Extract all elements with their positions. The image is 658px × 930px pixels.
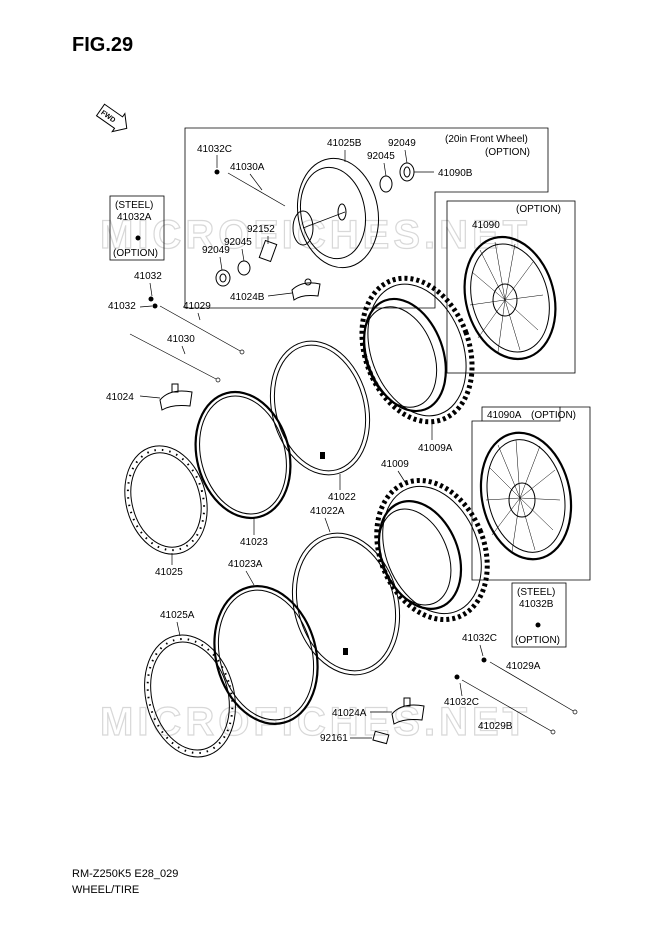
steel-41032a-box — [109, 195, 165, 261]
wheel-41090 — [463, 235, 557, 361]
option-41090-box — [446, 200, 576, 374]
spoke-41029b — [461, 679, 554, 733]
tube-41022a — [291, 532, 401, 676]
tire-41009a — [359, 275, 475, 425]
label-41032c-b: 41032C — [462, 633, 497, 644]
front-20in-line2: (OPTION) — [485, 147, 530, 158]
label-41022: 41022 — [328, 492, 356, 503]
label-41025a: 41025A — [160, 610, 195, 621]
label-92049-b: 92049 — [202, 245, 230, 256]
steel-41032b-box — [511, 582, 567, 648]
label-92152: 92152 — [247, 224, 275, 235]
label-41030: 41030 — [167, 334, 195, 345]
nipple-41032b — [535, 622, 541, 628]
valve-cap-92161 — [372, 730, 390, 745]
spoke-41030a — [227, 172, 286, 207]
steel-41032b-line3: (OPTION) — [515, 635, 560, 646]
tire-41009 — [374, 477, 490, 623]
fwd-arrow-icon: FWD — [95, 103, 128, 133]
rim-lock-41024 — [159, 383, 193, 411]
label-41009: 41009 — [381, 459, 409, 470]
bearing-92049-upper — [399, 162, 415, 182]
label-41023a: 41023A — [228, 559, 263, 570]
spoke-41030 — [129, 333, 219, 381]
label-41090b: 41090B — [438, 168, 473, 179]
label-41024a: 41024A — [332, 708, 367, 719]
steel-41032b-line1: (STEEL) — [517, 587, 555, 598]
nipple-41032c-c — [454, 674, 460, 680]
label-41024: 41024 — [106, 392, 134, 403]
label-41032-b: 41032 — [108, 301, 136, 312]
label-41032c-c: 41032C — [444, 697, 479, 708]
figure-title: FIG.29 — [72, 34, 133, 56]
rim-lock-41024b — [291, 278, 321, 301]
label-92045-b: 92045 — [224, 237, 252, 248]
label-41032c-a: 41032C — [197, 144, 232, 155]
model-code: RM-Z250K5 E28_029 — [72, 868, 178, 880]
label-41032-a: 41032 — [134, 271, 162, 282]
label-41029b: 41029B — [478, 721, 513, 732]
label-41090a: 41090A — [487, 410, 522, 421]
steel-41032a-line2: 41032A — [117, 212, 152, 223]
hub-assembly — [292, 203, 347, 246]
rim-41025b — [296, 157, 380, 269]
nipple-41032-b — [152, 303, 158, 309]
rim-lock-41024a — [391, 697, 425, 725]
steel-41032b-line2: 41032B — [519, 599, 554, 610]
rim-41025 — [124, 445, 208, 555]
label-41023: 41023 — [240, 537, 268, 548]
steel-41032a-line3: (OPTION) — [113, 248, 158, 259]
label-41029a: 41029A — [506, 661, 541, 672]
wheel-41090a — [479, 431, 573, 561]
label-92049-a: 92049 — [388, 138, 416, 149]
spoke-41029a — [489, 661, 576, 713]
front-20in-line1: (20in Front Wheel) — [445, 134, 528, 145]
option-41090a-box — [471, 406, 591, 581]
spoke-41029 — [159, 305, 243, 353]
label-41090: 41090 — [472, 220, 500, 231]
option-41090-label: (OPTION) — [516, 204, 561, 215]
rim-band-41023 — [194, 390, 292, 520]
rim-41025a — [144, 634, 236, 758]
label-41029: 41029 — [183, 301, 211, 312]
label-41025b: 41025B — [327, 138, 362, 149]
collar-92152 — [258, 239, 278, 263]
nipple-41032c-upper — [214, 169, 220, 175]
label-41024b: 41024B — [230, 292, 265, 303]
steel-41032a-line1: (STEEL) — [115, 200, 153, 211]
nipple-41032c-b — [481, 657, 487, 663]
section-name: WHEEL/TIRE — [72, 884, 139, 896]
label-41009a: 41009A — [418, 443, 453, 454]
option-41090a-label: (OPTION) — [531, 410, 576, 421]
seal-92045-lower — [237, 260, 251, 276]
label-41022a: 41022A — [310, 506, 345, 517]
label-92161: 92161 — [320, 733, 348, 744]
option-41090a-tab — [481, 406, 561, 422]
label-41025: 41025 — [155, 567, 183, 578]
nipple-41032-a — [148, 296, 154, 302]
label-41030a: 41030A — [230, 162, 265, 173]
nipple-41032a — [135, 235, 141, 241]
front-wheel-option-box — [184, 127, 549, 309]
watermark-top: MICROFICHES.NET — [100, 213, 531, 257]
label-92045-a: 92045 — [367, 151, 395, 162]
seal-92045-upper — [379, 175, 393, 193]
bearing-92049-lower — [215, 269, 231, 287]
